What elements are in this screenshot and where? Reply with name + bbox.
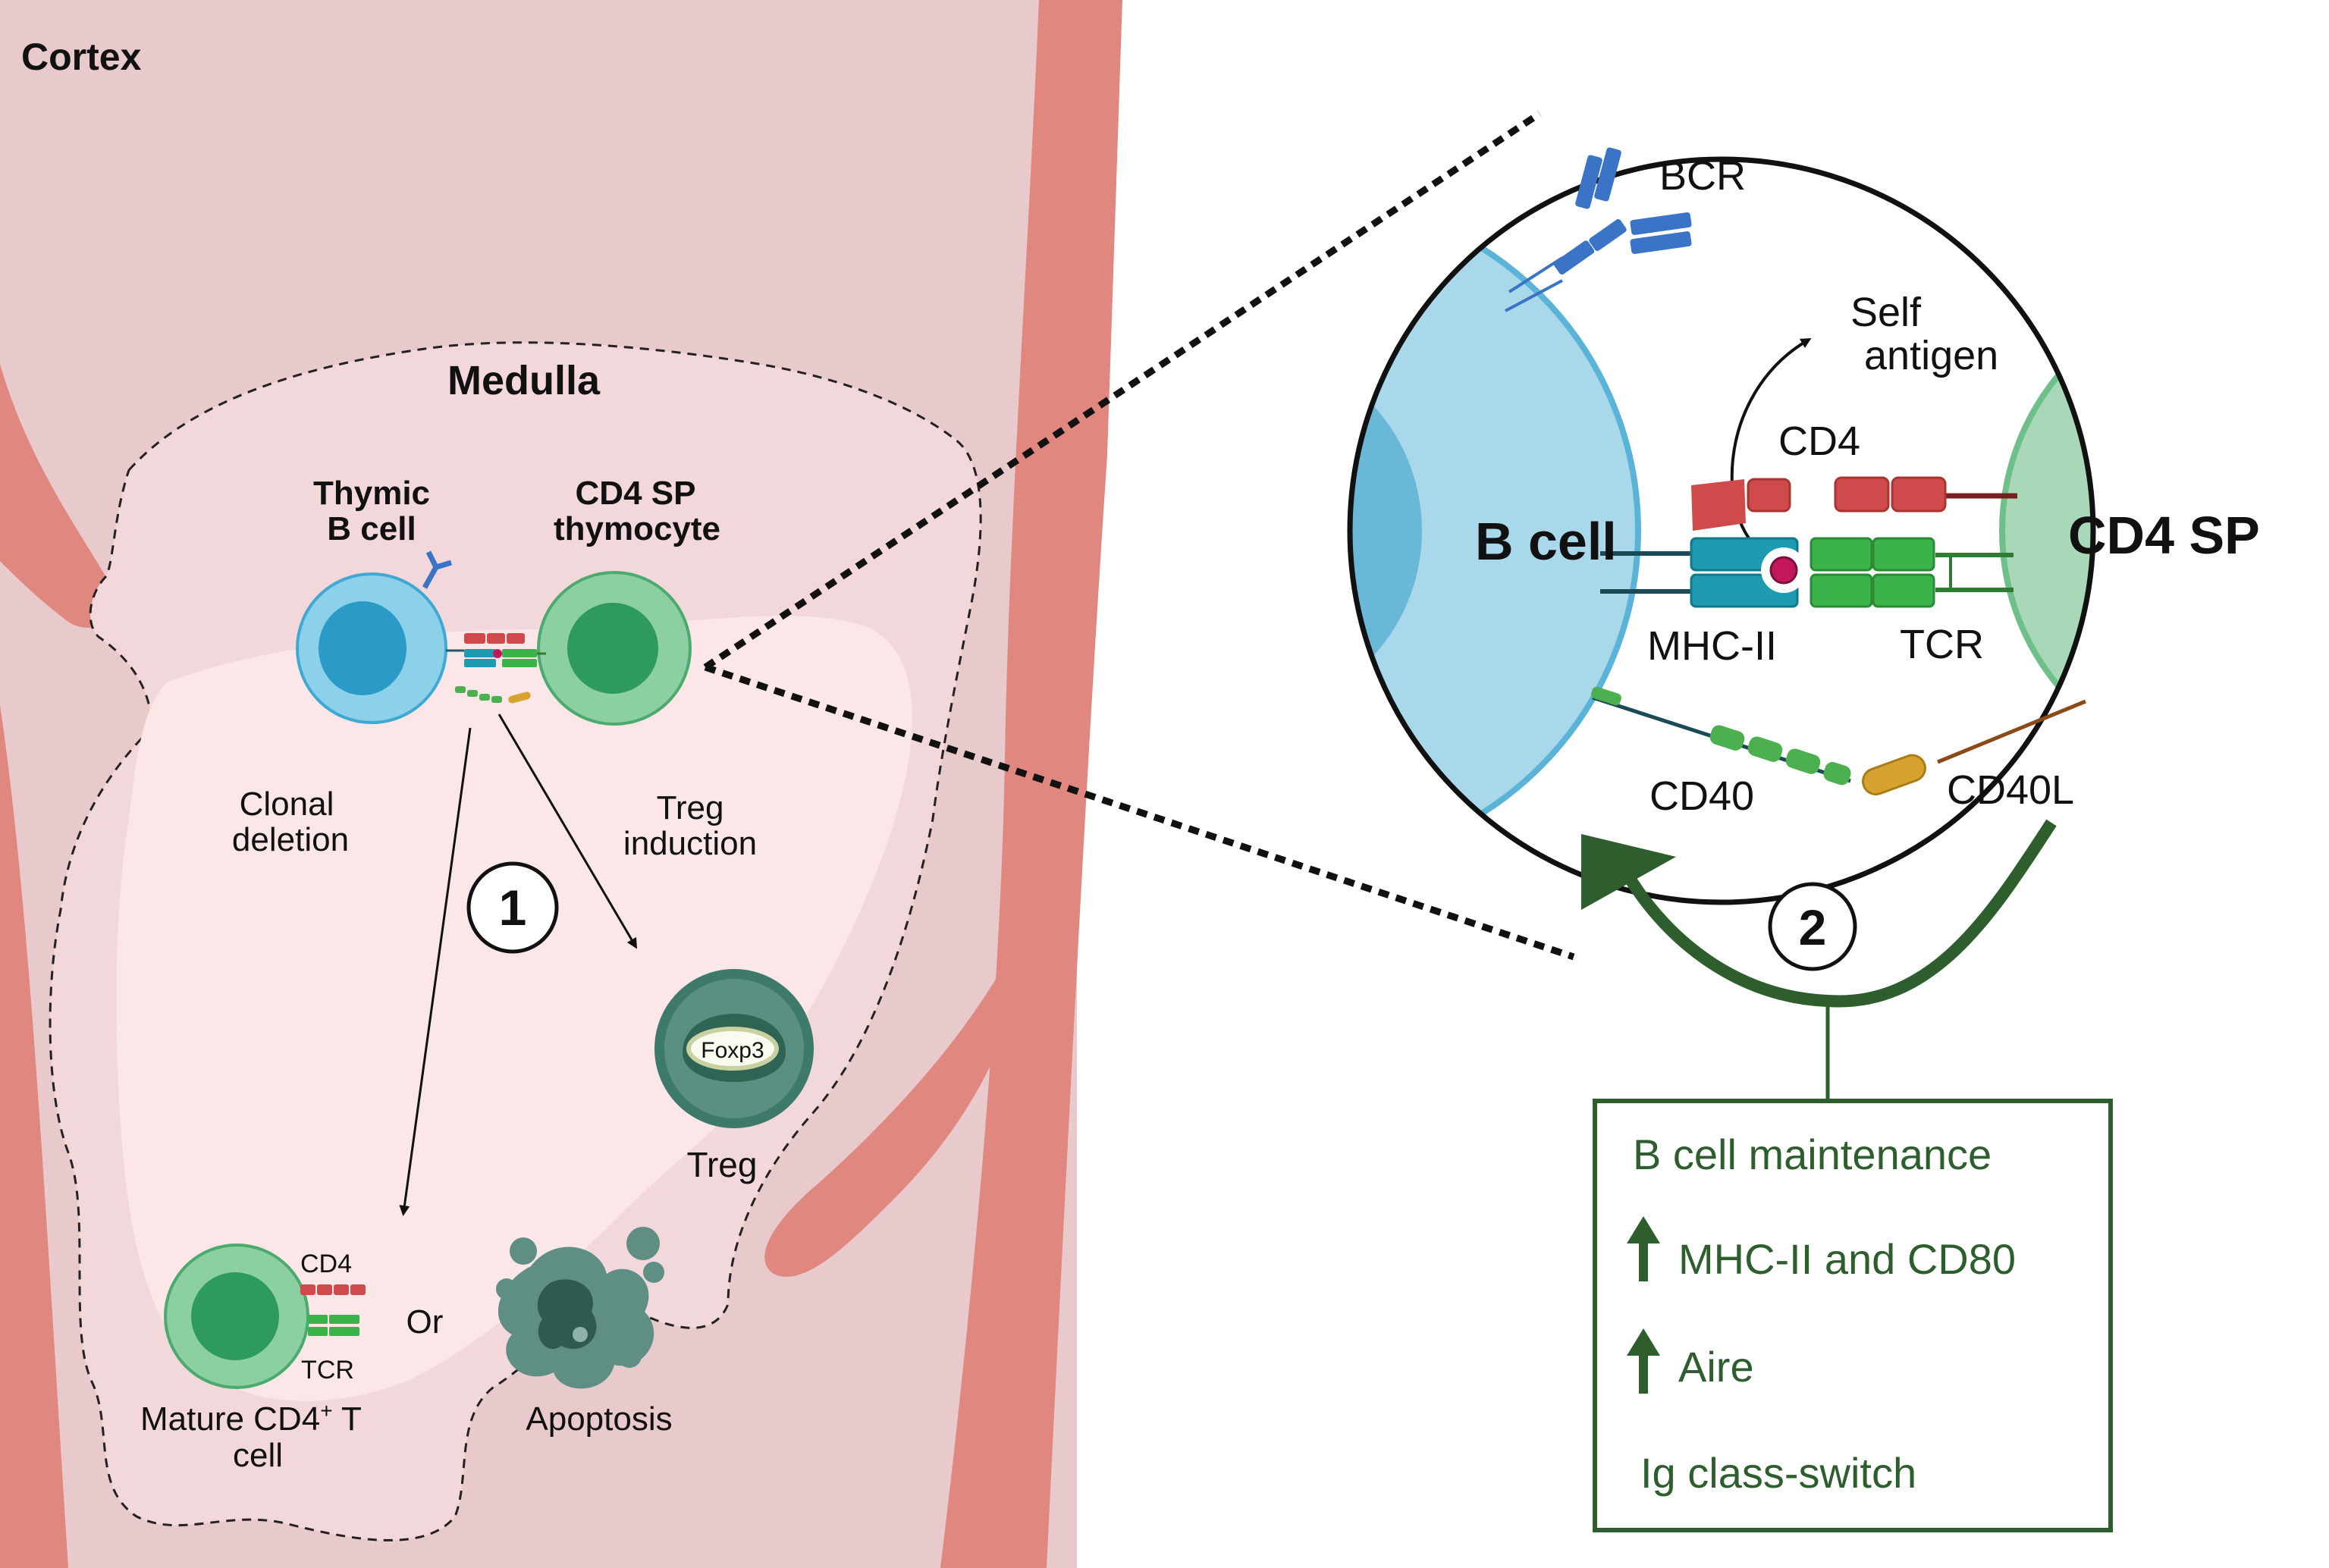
treg-cell: Foxp3 <box>654 969 814 1128</box>
right-vessel-branch <box>764 971 1005 1277</box>
mature-cell-label-line1: Mature CD4+ T <box>140 1399 362 1438</box>
outcome-item-aire: Aire <box>1678 1343 1754 1391</box>
outcome-item-ig-class-switch: Ig class-switch <box>1640 1449 1916 1497</box>
treg-label: Treg <box>687 1145 758 1184</box>
step-one-number: 1 <box>499 880 527 936</box>
b-cell-label: B cell <box>1475 512 1617 571</box>
zoom-circle <box>1347 156 2096 905</box>
cd40-cd40l-pair <box>1591 686 2086 796</box>
cd4-sp-label: CD4 SP <box>2068 506 2260 565</box>
thymic-b-cell-label-line2: B cell <box>327 510 416 547</box>
arrow-to-treg <box>498 713 638 949</box>
clonal-deletion-label-line1: Clonal <box>240 786 334 823</box>
feedback-arrowhead <box>1581 834 1676 910</box>
thymic-b-cell-label-line1: Thymic <box>313 475 430 512</box>
left-border-vessel <box>0 705 68 1568</box>
outcome-box <box>1593 1099 2113 1532</box>
bcr-antibody-icon <box>1505 147 1692 312</box>
treg-induction-label-line2: induction <box>623 825 757 862</box>
step-one-badge: 1 <box>466 861 559 954</box>
or-label: Or <box>406 1303 444 1341</box>
foxp3-label: Foxp3 <box>701 1038 764 1063</box>
cd4-sp-thymocyte <box>537 571 692 726</box>
mhc-ii-tcr-complex <box>1600 537 2014 608</box>
cd40-label: CD40 <box>1649 773 1754 819</box>
mature-cell-label-line2: cell <box>233 1437 283 1474</box>
cd4-label: CD4 <box>1778 419 1860 464</box>
cd4-sp-thymocyte-label-line2: thymocyte <box>554 510 720 547</box>
outcome-item-mhc-ii-cd80: MHC-II and CD80 <box>1678 1235 2016 1283</box>
treg-induction-label-line1: Treg <box>657 789 724 826</box>
zoom-line-top <box>703 111 1542 670</box>
cortex-label: Cortex <box>21 36 142 78</box>
mature-cd4-t-cell <box>164 1243 366 1389</box>
cd4-molecule <box>1691 476 2017 531</box>
bcr-label: BCR <box>1659 153 1746 199</box>
medulla-inner <box>116 616 912 1401</box>
apoptosis-label: Apoptosis <box>526 1400 672 1438</box>
mhc-ii-label: MHC-II <box>1647 623 1777 669</box>
clonal-deletion-label-line2: deletion <box>232 821 349 858</box>
up-arrow-icon <box>1627 1328 1660 1394</box>
self-antigen-label-line2: antigen <box>1864 333 1998 378</box>
thymic-b-cell <box>296 550 453 724</box>
cd4-sp-thymocyte-label-line1: CD4 SP <box>576 475 696 512</box>
mature-cd4-label: CD4 <box>300 1250 352 1278</box>
step-two-badge: 2 <box>1768 882 1857 971</box>
tcr-label: TCR <box>1900 622 1984 667</box>
self-antigen-label-line1: Self <box>1850 290 1922 335</box>
mini-synapse <box>446 633 546 704</box>
bcr-antibody-icon <box>422 550 453 589</box>
apoptotic-cell-icon <box>496 1227 664 1389</box>
mature-tcr-label: TCR <box>301 1356 354 1385</box>
outcome-item-b-cell-maintenance: B cell maintenance <box>1633 1131 1992 1178</box>
up-arrow-icon <box>1627 1216 1660 1281</box>
zoom-line-bottom <box>704 663 1575 961</box>
right-vessel <box>940 0 1122 1568</box>
cd40l-label: CD40L <box>1947 767 2074 813</box>
arrow-to-mature-cell <box>399 727 472 1216</box>
medulla-label: Medulla <box>447 358 601 403</box>
step-two-number: 2 <box>1799 899 1827 955</box>
feedback-arrow <box>1625 819 2057 1008</box>
left-vessel <box>0 364 116 628</box>
